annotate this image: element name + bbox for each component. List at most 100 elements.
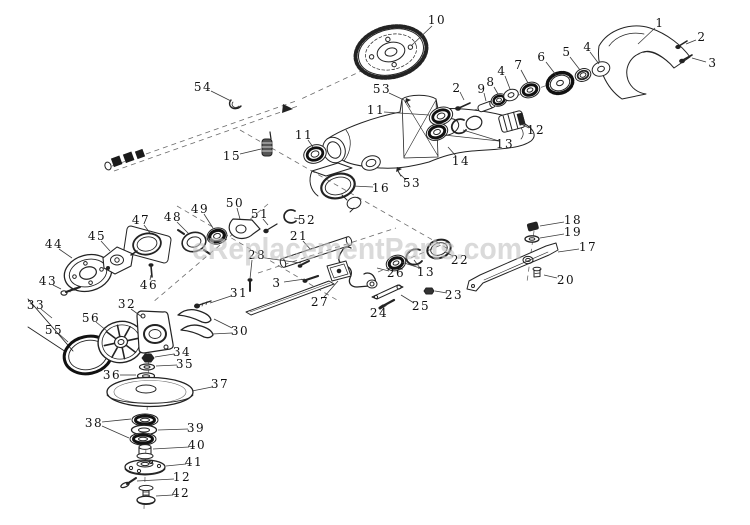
part-number-9: 9: [477, 82, 486, 96]
leader-line-53: [400, 174, 407, 181]
blade-nut-icon: [526, 221, 539, 232]
leader-line-30: [213, 318, 233, 329]
part-number-18: 18: [564, 213, 582, 227]
leader-line-27: [323, 280, 339, 298]
leader-line-25: [400, 294, 415, 304]
part-number-20: 20: [557, 273, 575, 287]
bolt-42-icon: [136, 484, 156, 506]
part-number-28: 28: [248, 248, 266, 262]
part-number-41: 41: [185, 455, 203, 469]
part-number-2: 2: [452, 81, 461, 95]
cover-50: [228, 218, 261, 240]
part-number-32: 32: [118, 297, 136, 311]
leader-line-48: [176, 221, 190, 235]
link-plate-25: [371, 284, 404, 300]
bracket-45: [102, 246, 138, 275]
part-number-13: 13: [496, 137, 514, 151]
washer-4b-icon: [591, 61, 611, 77]
bearing-38a-icon: [131, 413, 159, 427]
sprocket: [353, 24, 429, 80]
leader-line-53: [388, 92, 405, 101]
leader-line-17: [557, 248, 580, 253]
part-number-3: 3: [272, 276, 281, 290]
guide-33: [27, 298, 74, 353]
watermark-text: eReplacementParts.com: [192, 231, 522, 266]
leader-line-40: [152, 446, 190, 450]
flange-48: [177, 229, 211, 255]
leader-line-51: [262, 218, 269, 226]
bearing-13b-icon: [385, 248, 423, 272]
part-number-27: 27: [311, 295, 329, 309]
leader-line-44: [58, 248, 73, 259]
leader-line-5: [569, 56, 581, 71]
part-number-51: 51: [251, 207, 269, 221]
leader-line-42: [155, 494, 174, 497]
part-number-52: 52: [298, 213, 316, 227]
leader-line-3: [691, 57, 707, 63]
leader-line-11: [307, 139, 314, 148]
leader-line-9: [483, 92, 487, 102]
screw-31-icon: [194, 300, 212, 309]
washer-35-icon: [138, 363, 156, 371]
leader-line-43: [52, 284, 62, 290]
bearing-13-icon: [425, 115, 483, 141]
leader-line-13: [413, 259, 421, 269]
leader-line-10: [410, 25, 433, 47]
leader-line-12: [136, 478, 175, 482]
part-number-4: 4: [497, 64, 506, 78]
spring-icon: [261, 131, 273, 157]
bolt-53-top-icon: [405, 98, 411, 108]
part-number-5: 5: [562, 45, 571, 59]
leader-line-16: [352, 185, 374, 188]
bracket-32: [136, 310, 174, 354]
leader-line-50: [236, 207, 241, 220]
leader-line-19: [539, 233, 565, 239]
leader-line-38: [101, 418, 132, 423]
leader-line-6: [545, 61, 557, 76]
leader-line-14: [447, 146, 457, 157]
part-number-49: 49: [191, 202, 209, 216]
leader-line-52: [293, 217, 301, 220]
leader-line-18: [539, 221, 565, 227]
part-number-56: 56: [82, 311, 100, 325]
leader-line-34: [154, 353, 175, 358]
bearing-7-icon: [519, 81, 541, 99]
leader-line-33: [40, 308, 53, 319]
part-number-12: 12: [173, 470, 191, 484]
part-number-37: 37: [211, 377, 229, 391]
part-number-13: 13: [417, 265, 435, 279]
part-number-10: 10: [428, 13, 446, 27]
part-number-21: 21: [290, 229, 308, 243]
part-number-16: 16: [372, 181, 390, 195]
part-number-43: 43: [39, 274, 57, 288]
pinion-gear-icon: [545, 70, 575, 96]
leader-line-28: [249, 259, 253, 280]
leader-line-28: [264, 257, 302, 264]
clamps-30: [177, 308, 214, 339]
leader-line-13: [462, 129, 500, 142]
nut-34-icon: [141, 353, 155, 363]
leader-line-56: [95, 321, 108, 332]
guard-bolt-icon: [679, 54, 693, 64]
part-number-47: 47: [132, 213, 150, 227]
leader-line-47: [143, 224, 151, 234]
part-number-14: 14: [452, 154, 470, 168]
leader-line-39: [157, 428, 189, 431]
leader-line-49: [203, 213, 214, 229]
leader-line-4: [589, 51, 600, 65]
leader-line-24: [382, 303, 389, 309]
leader-line-41: [165, 463, 187, 467]
disc-44: [63, 253, 113, 293]
chain-guard: [597, 25, 691, 100]
bolt-53-mid-icon: [396, 167, 402, 177]
leader-line-45: [100, 240, 111, 252]
bearing-38b-icon: [129, 432, 157, 446]
flex-shaft: [104, 104, 293, 171]
part-number-42: 42: [172, 486, 190, 500]
bearing-11-left: [303, 144, 327, 164]
part-number-36: 36: [103, 368, 121, 382]
part-number-15: 15: [223, 149, 241, 163]
retainer-clip-icon: [228, 99, 242, 110]
